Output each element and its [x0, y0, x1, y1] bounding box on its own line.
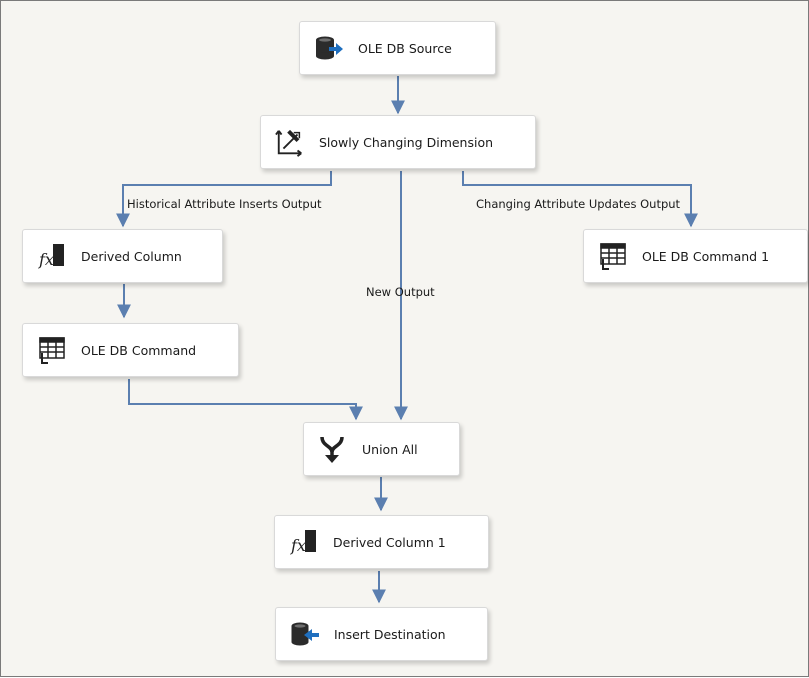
node-label: OLE DB Command [81, 342, 197, 358]
merge-arrow-icon [318, 434, 348, 464]
database-destination-icon [290, 619, 320, 649]
flow-historical-output[interactable] [116, 171, 332, 228]
flow-label-historical: Historical Attribute Inserts Output [127, 197, 322, 211]
fx-icon: fx [289, 527, 319, 557]
table-command-icon [598, 241, 628, 271]
node-derived-column[interactable]: fx Derived Column [22, 229, 223, 283]
node-label: OLE DB Source [358, 40, 452, 56]
node-label: Derived Column [81, 248, 182, 264]
node-ole-db-command[interactable]: OLE DB Command [22, 323, 239, 377]
svg-text:fx: fx [38, 250, 54, 269]
node-label: Union All [362, 441, 418, 457]
table-command-icon [37, 335, 67, 365]
node-label: Derived Column 1 [333, 534, 446, 550]
node-derived-column-1[interactable]: fx Derived Column 1 [274, 515, 489, 569]
node-union-all[interactable]: Union All [303, 422, 460, 476]
flow-label-changing: Changing Attribute Updates Output [476, 197, 681, 211]
flow-label-new-output: New Output [366, 285, 435, 299]
scd-icon [275, 127, 305, 157]
fx-icon: fx [37, 241, 67, 271]
flow-changing-output[interactable] [462, 171, 698, 228]
node-insert-destination[interactable]: Insert Destination [275, 607, 488, 661]
node-label: OLE DB Command 1 [642, 248, 770, 264]
node-label: Insert Destination [334, 626, 446, 642]
node-label: Slowly Changing Dimension [319, 134, 494, 150]
database-source-icon [314, 33, 344, 63]
flow-command-to-union[interactable] [128, 379, 363, 421]
svg-text:fx: fx [290, 536, 306, 555]
node-slowly-changing-dimension[interactable]: Slowly Changing Dimension [260, 115, 536, 169]
node-ole-db-command-1[interactable]: OLE DB Command 1 [583, 229, 808, 283]
node-ole-db-source[interactable]: OLE DB Source [299, 21, 496, 75]
